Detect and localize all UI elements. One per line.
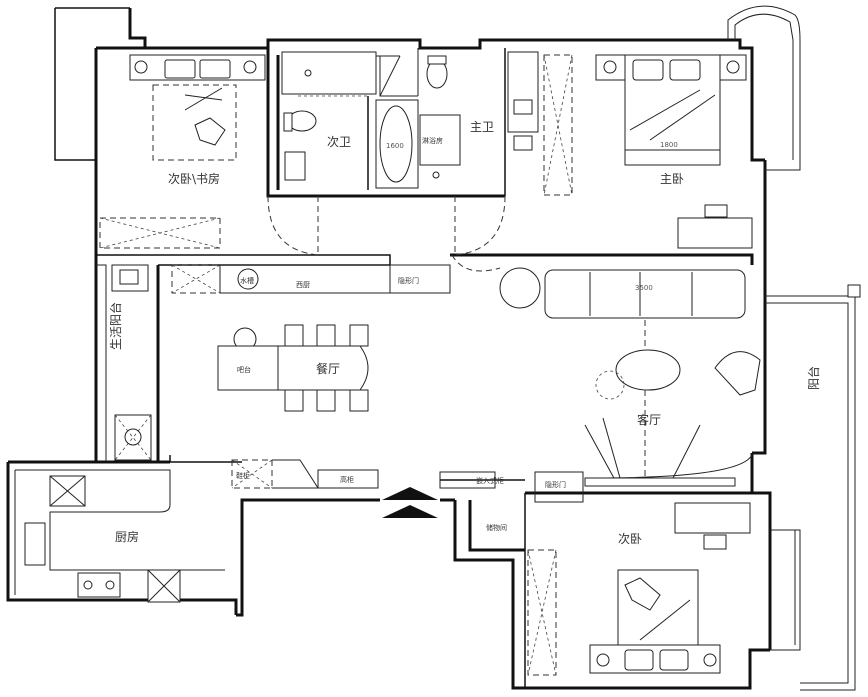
nightstand-row [129, 54, 266, 81]
entry-arrow-icon [382, 487, 438, 500]
shower-label: 淋浴房 [422, 136, 443, 145]
lamp-icon [703, 653, 717, 667]
wardrobe [543, 54, 573, 196]
sink-icon [284, 151, 306, 181]
bed-outline [152, 84, 237, 161]
tall-cabinet-label: 高柜 [340, 475, 354, 484]
bathtub [375, 99, 419, 189]
entry-arrow-icon [382, 505, 438, 518]
side-table [499, 267, 541, 309]
sofa-dim: 3500 [635, 284, 653, 292]
pillow-icon [194, 117, 226, 146]
room-label-dining: 餐厅 [316, 361, 340, 376]
wardrobe [527, 549, 557, 676]
built-in-cabinet-label: 嵌入式柜 [476, 476, 504, 485]
room-label-western-kitchen: 西厨 [296, 281, 310, 289]
hidden-door-entry-label: 隐形门 [545, 480, 566, 489]
room-label-second-bath: 次卫 [327, 135, 351, 149]
room-kitchen: 厨房 [14, 469, 225, 603]
chair-icon [704, 204, 728, 218]
lamp-icon [596, 653, 610, 667]
room-master-bath: 1600 淋浴房 主卫 [375, 48, 539, 189]
room-label-balcony: 阳台 [806, 366, 821, 390]
sink-label: 水槽 [240, 276, 254, 285]
lamp-icon [134, 60, 148, 74]
room-second-bedroom: 储物间 次卧 [486, 502, 751, 676]
sink-icon [24, 522, 46, 566]
bed [617, 569, 699, 651]
sofa [544, 269, 746, 319]
master-bed-dim: 1800 [660, 141, 678, 149]
outer-walls [6, 7, 772, 690]
desk [674, 502, 751, 534]
bar-counter [217, 345, 279, 391]
room-dining: 吧台 餐厅 [217, 324, 369, 412]
storage-room-label: 储物间 [486, 523, 507, 532]
room-label-bar: 吧台 [237, 365, 251, 374]
bathtub-dim: 1600 [386, 142, 404, 150]
dining-chairs [284, 324, 369, 412]
room-living: 3500 客厅 [499, 267, 761, 487]
wardrobe [99, 217, 221, 249]
coffee-table [615, 349, 681, 391]
hidden-door-label: 隐形门 [398, 276, 419, 285]
door-swings [267, 195, 506, 272]
entry: 鞋柜 高柜 嵌入式柜 隐形门 [231, 459, 584, 518]
lamp-icon [603, 60, 617, 74]
room-master-bedroom: 1800 主卧 [543, 54, 753, 249]
western-kitchen: 水槽 西厨 隐形门 [171, 264, 451, 294]
room-label-study: 次卧\书房 [168, 171, 220, 186]
room-label-kitchen: 厨房 [115, 529, 139, 544]
pillow-icon [624, 577, 661, 611]
room-second-bath: 次卫 [281, 51, 377, 181]
shoe-cabinet-label: 鞋柜 [236, 471, 250, 480]
room-label-service-balcony: 生活阳台 [108, 302, 123, 350]
room-second-bedroom-study: 次卧\书房 [99, 54, 266, 249]
balconies [96, 5, 861, 691]
room-service-balcony: 生活阳台 [108, 264, 152, 461]
chair-icon [703, 534, 727, 550]
desk [677, 217, 753, 249]
room-label-living: 客厅 [637, 412, 661, 427]
room-label-second-bedroom: 次卧 [618, 532, 642, 546]
room-label-master-bedroom: 主卧 [660, 172, 684, 186]
lamp-icon [243, 60, 257, 74]
armchair [714, 351, 761, 396]
stove-icon [77, 572, 121, 598]
room-label-master-bath: 主卫 [470, 120, 494, 134]
lamp-icon [726, 60, 740, 74]
